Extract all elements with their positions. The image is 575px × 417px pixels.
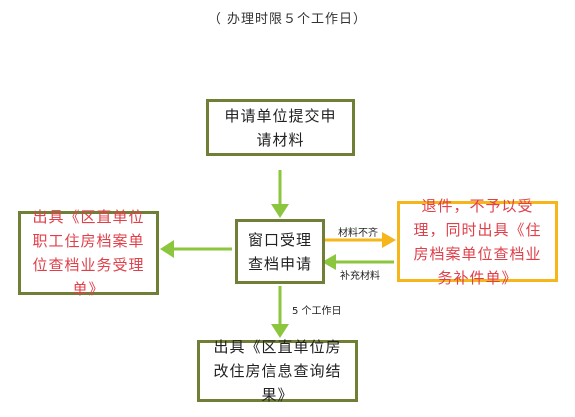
arrowhead-window-to-result [271, 324, 289, 338]
window-accept-box: 窗口受理查档申请 [235, 219, 325, 284]
label-incomplete: 材料不齐 [338, 228, 378, 239]
window-accept-text: 窗口受理查档申请 [247, 230, 312, 273]
query-result-box: 出具《区直单位房改住房信息查询结果》 [197, 338, 358, 404]
return-supplement-text: 退件，不予以受理，同时出具《住房档案单位查档业务补件单》 [413, 196, 542, 287]
submit-materials-box: 申请单位提交申请材料 [206, 99, 355, 156]
return-supplement-box: 退件，不予以受理，同时出具《住房档案单位查档业务补件单》 [397, 197, 558, 287]
arrowhead-submit-to-window [271, 204, 289, 218]
label-days: 5 个工作日 [292, 306, 342, 317]
arrowhead-return-to-window [322, 254, 336, 270]
arrowhead-window-to-return [382, 232, 396, 248]
time-limit-note: （ 办理时限５个工作日） [207, 12, 368, 27]
receipt-issue-box: 出具《区直单位职工住房档案单位查档业务受理单》 [18, 208, 159, 298]
submit-materials-text: 申请单位提交申请材料 [224, 106, 337, 149]
arrowhead-window-to-receipt [160, 240, 174, 258]
query-result-text: 出具《区直单位房改住房信息查询结果》 [213, 338, 342, 404]
label-supplement: 补充材料 [340, 271, 380, 282]
receipt-issue-text: 出具《区直单位职工住房档案单位查档业务受理单》 [32, 208, 145, 298]
